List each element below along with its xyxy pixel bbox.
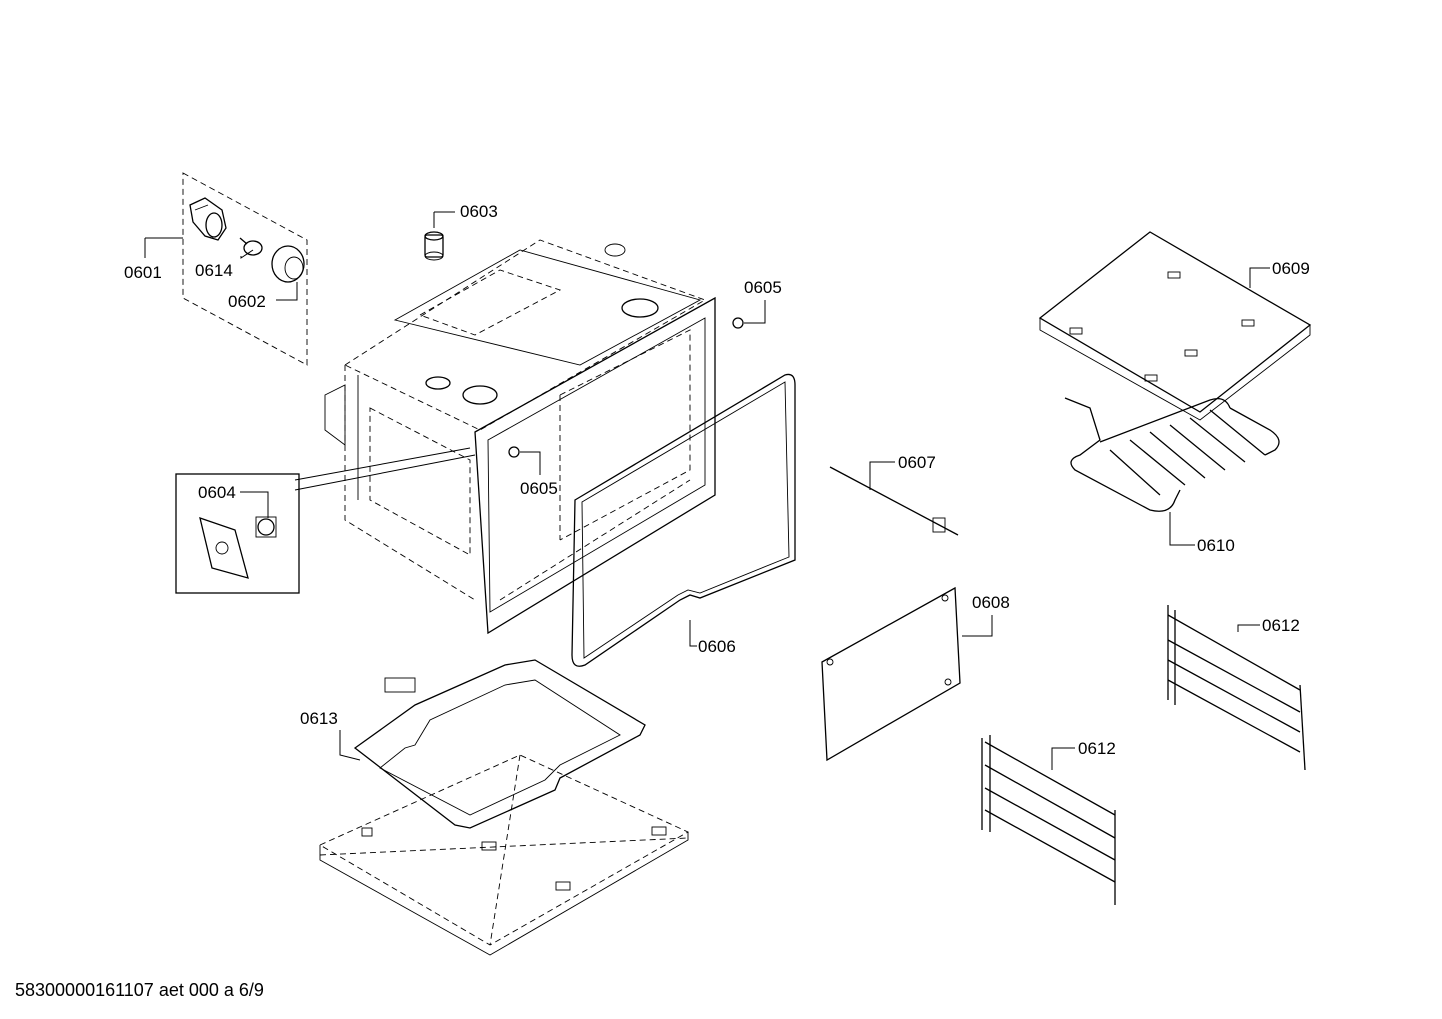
fan-cap-part: 0603 [424,202,498,261]
side-rack-left-part: 0612 [981,735,1116,905]
callout-0605-front: 0605 [520,479,558,498]
callout-0613: 0613 [300,709,338,728]
door-lock-detail-group: 0604 [175,447,476,594]
callout-0607: 0607 [898,453,936,472]
heater-cover-plate-part: 0609 [1038,231,1312,421]
callout-0605-top: 0605 [744,278,782,297]
lamp-assembly-group: 0601 0614 0602 [124,172,308,366]
side-rack-right-part: 0612 [1167,605,1306,771]
top-heating-element-part: 0610 [1064,397,1280,555]
screw-group: 0605 0605 [508,278,782,498]
callout-0609: 0609 [1272,259,1310,278]
oven-muffle-part [324,239,716,635]
callout-0602: 0602 [228,292,266,311]
callout-0612-right: 0612 [1262,616,1300,635]
callout-0614: 0614 [195,261,233,280]
lamp-bulb-part [239,237,263,256]
lamp-holder-part [189,197,227,241]
callout-0606: 0606 [698,637,736,656]
bottom-plate-part [319,754,689,956]
lamp-cover-part [271,245,305,283]
drawing-number: 58300000161107 aet 000 a 6/9 [15,980,264,1000]
side-panel-part: 0608 [821,586,1010,762]
callout-0601: 0601 [124,263,162,282]
callout-0610: 0610 [1197,536,1235,555]
callout-0603: 0603 [460,202,498,221]
temperature-sensor-part: 0607 [829,453,959,536]
callout-0604: 0604 [198,483,236,502]
bottom-heating-element-part: 0613 [300,659,646,829]
callout-0612-left: 0612 [1078,739,1116,758]
callout-0608: 0608 [972,593,1010,612]
door-seal-part: 0606 [571,373,796,667]
